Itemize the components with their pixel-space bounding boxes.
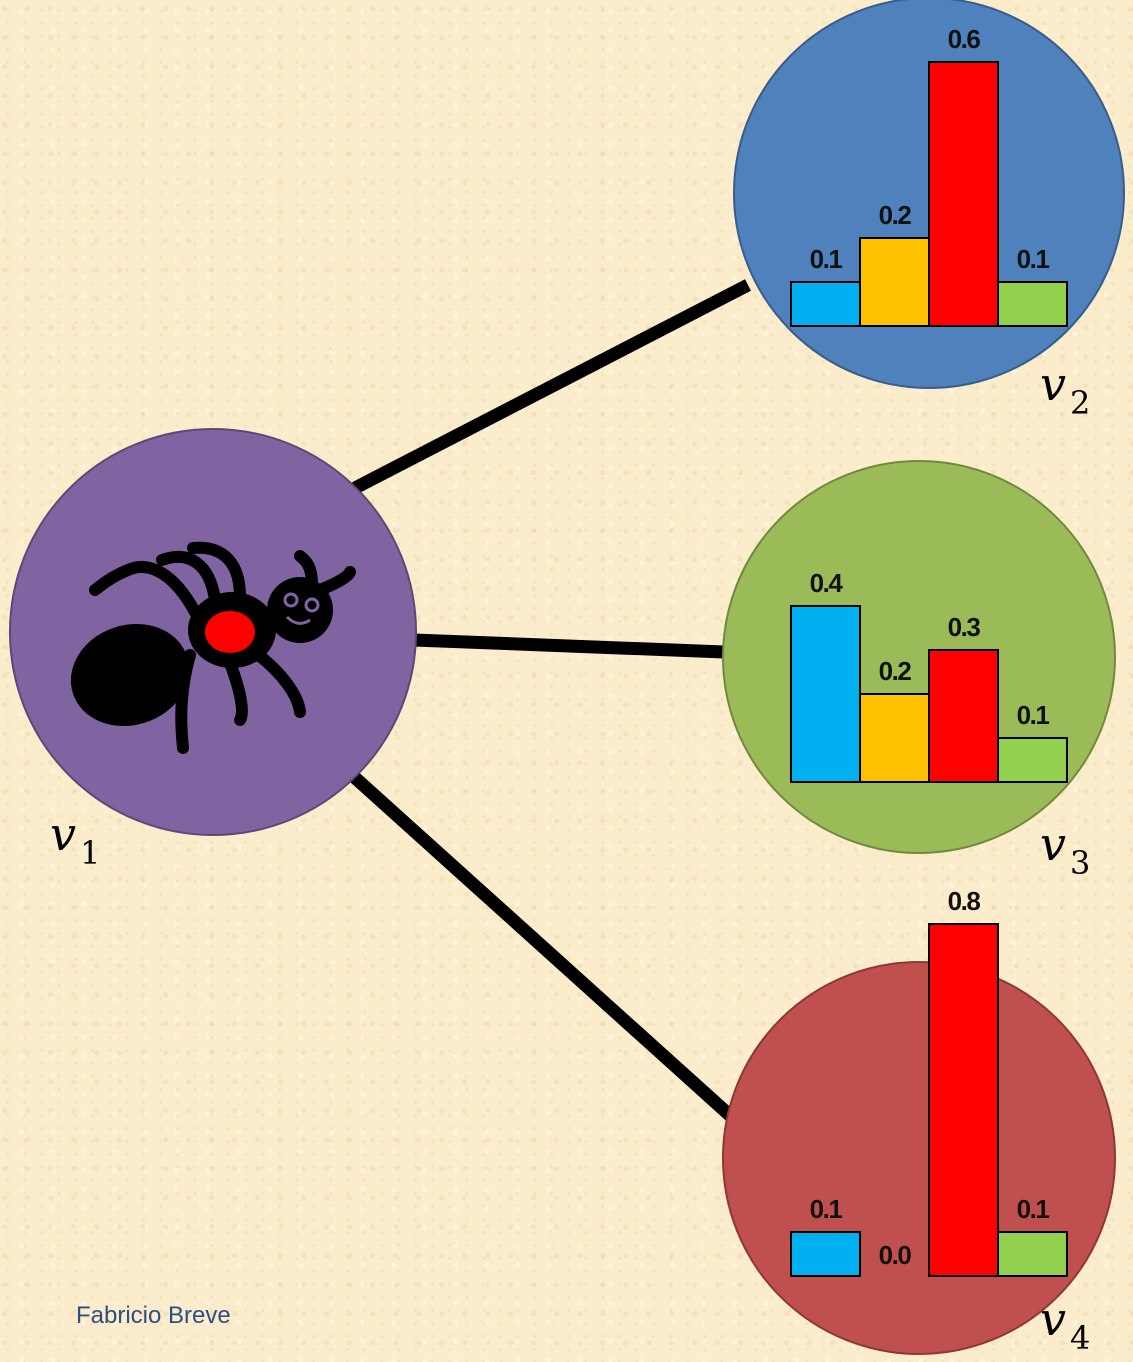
bar-label-class-1: 0.1 [810, 1194, 843, 1224]
bar-label-class-4: 0.1 [1017, 700, 1050, 730]
bar-class-4 [997, 281, 1068, 327]
bar-label-class-4: 0.1 [1017, 244, 1050, 274]
bar-class-3 [928, 61, 999, 327]
bar-label-class-4: 0.1 [1017, 1194, 1050, 1224]
bar-label-class-2: 0.0 [879, 1240, 912, 1270]
edge-v1-v4 [347, 770, 740, 1125]
histogram-v2: 0.1 0.2 0.6 0.1 [790, 24, 1068, 327]
bar-class-4 [997, 1231, 1068, 1277]
bar-label-class-1: 0.4 [810, 568, 844, 598]
histogram-v4: 0.1 0.0 0.8 0.1 [790, 886, 1068, 1277]
bar-class-3 [928, 923, 999, 1277]
bar-class-4 [997, 737, 1068, 783]
bar-label-class-2: 0.2 [879, 656, 912, 686]
edge-v1-v2 [352, 279, 751, 494]
bar-class-3 [928, 649, 999, 783]
edge-v1-v3 [413, 633, 725, 659]
bar-label-class-1: 0.1 [810, 244, 843, 274]
bar-class-1 [790, 281, 861, 327]
bar-class-1 [790, 1231, 861, 1277]
bar-class-1 [790, 605, 861, 783]
ant-icon [70, 541, 356, 754]
bar-label-class-3: 0.8 [948, 886, 981, 916]
node-v3[interactable] [722, 460, 1116, 854]
histogram-v3: 0.4 0.2 0.3 0.1 [790, 568, 1068, 783]
author-credit: Fabricio Breve [76, 1302, 231, 1329]
bar-class-2 [859, 693, 930, 783]
bar-label-class-2: 0.2 [879, 200, 912, 230]
bar-label-class-3: 0.6 [948, 24, 981, 54]
bar-class-2 [859, 237, 930, 327]
bar-label-class-3: 0.3 [948, 612, 981, 642]
